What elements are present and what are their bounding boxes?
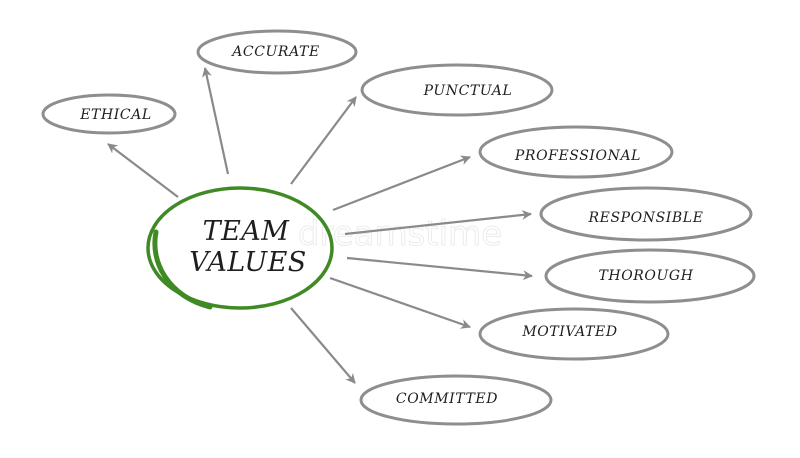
node-label: RESPONSIBLE [587,210,703,226]
arrow-to-accurate [202,67,230,175]
node-ring [539,186,753,242]
arrow-to-thorough [346,256,533,281]
arrow-to-professional [332,155,471,212]
arrow-to-committed [290,307,356,384]
node-label: MOTIVATED [521,324,617,340]
node-label: COMMITTED [396,391,498,407]
center-title-line2: VALUES [189,247,307,278]
node-label: THOROUGH [598,268,693,284]
center-ring [146,186,334,310]
node-label: PROFESSIONAL [514,148,641,164]
node-professional: PROFESSIONAL [478,125,674,179]
node-ring [544,248,756,304]
arrow-to-responsible [344,209,532,236]
node-punctual: PUNCTUAL [360,63,554,117]
node-ring [359,374,553,426]
node-committed: COMMITTED [359,374,553,426]
node-motivated: MOTIVATED [478,307,670,361]
node-label: PUNCTUAL [423,83,513,99]
node-responsible: RESPONSIBLE [539,186,753,242]
node-ring [478,307,670,361]
node-ring [41,93,177,135]
arrow-to-ethical [107,143,179,198]
node-ring [196,29,358,75]
arrow-to-punctual [290,96,357,185]
node-label: ACCURATE [230,44,320,60]
node-ring [478,125,674,179]
center-ring-stroke [152,229,213,310]
node-ring [360,63,554,117]
edges [107,67,533,384]
node-ethical: ETHICAL [41,93,177,135]
center-title-line1: TEAM [203,216,291,247]
node-thorough: THOROUGH [544,248,756,304]
center-node: TEAM VALUES [146,186,334,310]
node-accurate: ACCURATE [196,29,358,75]
node-label: ETHICAL [79,107,152,123]
arrow-to-motivated [329,276,471,329]
